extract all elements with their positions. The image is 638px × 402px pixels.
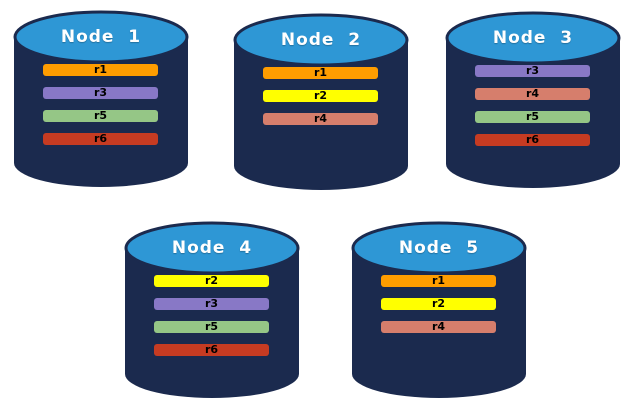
node-title: Node 2 xyxy=(280,30,362,50)
replica-list: r3 r4 r5 r6 xyxy=(475,65,590,146)
replica-bar-r1: r1 xyxy=(43,64,158,76)
replica-bar-r6: r6 xyxy=(475,134,590,146)
replica-list: r1 r3 r5 r6 xyxy=(43,64,158,145)
replica-bar-r2: r2 xyxy=(263,90,378,102)
replica-bar-r6: r6 xyxy=(154,344,269,356)
node-title: Node 1 xyxy=(60,27,142,47)
database-cylinder-icon xyxy=(351,221,527,398)
replica-bar-r1: r1 xyxy=(263,67,378,79)
replica-bar-r5: r5 xyxy=(154,321,269,333)
node-title: Node 4 xyxy=(171,238,253,258)
replica-bar-r4: r4 xyxy=(263,113,378,125)
replica-bar-r3: r3 xyxy=(475,65,590,77)
replica-bar-r4: r4 xyxy=(475,88,590,100)
database-node-3: Node 3 r3 r4 r5 r6 xyxy=(444,9,622,189)
replica-bar-r3: r3 xyxy=(43,87,158,99)
node-title: Node 3 xyxy=(492,28,574,48)
replica-list: r1 r2 r4 xyxy=(263,67,378,125)
replica-bar-r1: r1 xyxy=(381,275,496,287)
replica-list: r1 r2 r4 xyxy=(381,275,496,333)
replica-bar-r2: r2 xyxy=(381,298,496,310)
replica-bar-r4: r4 xyxy=(381,321,496,333)
node-title: Node 5 xyxy=(398,238,480,258)
database-node-5: Node 5 r1 r2 r4 xyxy=(350,219,528,399)
replica-list: r2 r3 r5 r6 xyxy=(154,275,269,356)
replica-bar-r3: r3 xyxy=(154,298,269,310)
replica-bar-r6: r6 xyxy=(43,133,158,145)
database-cylinder-icon xyxy=(233,13,409,190)
replica-bar-r5: r5 xyxy=(43,110,158,122)
replica-bar-r2: r2 xyxy=(154,275,269,287)
replica-bar-r5: r5 xyxy=(475,111,590,123)
database-node-2: Node 2 r1 r2 r4 xyxy=(232,11,410,191)
database-node-1: Node 1 r1 r3 r5 r6 xyxy=(12,8,190,188)
database-node-4: Node 4 r2 r3 r5 r6 xyxy=(123,219,301,399)
